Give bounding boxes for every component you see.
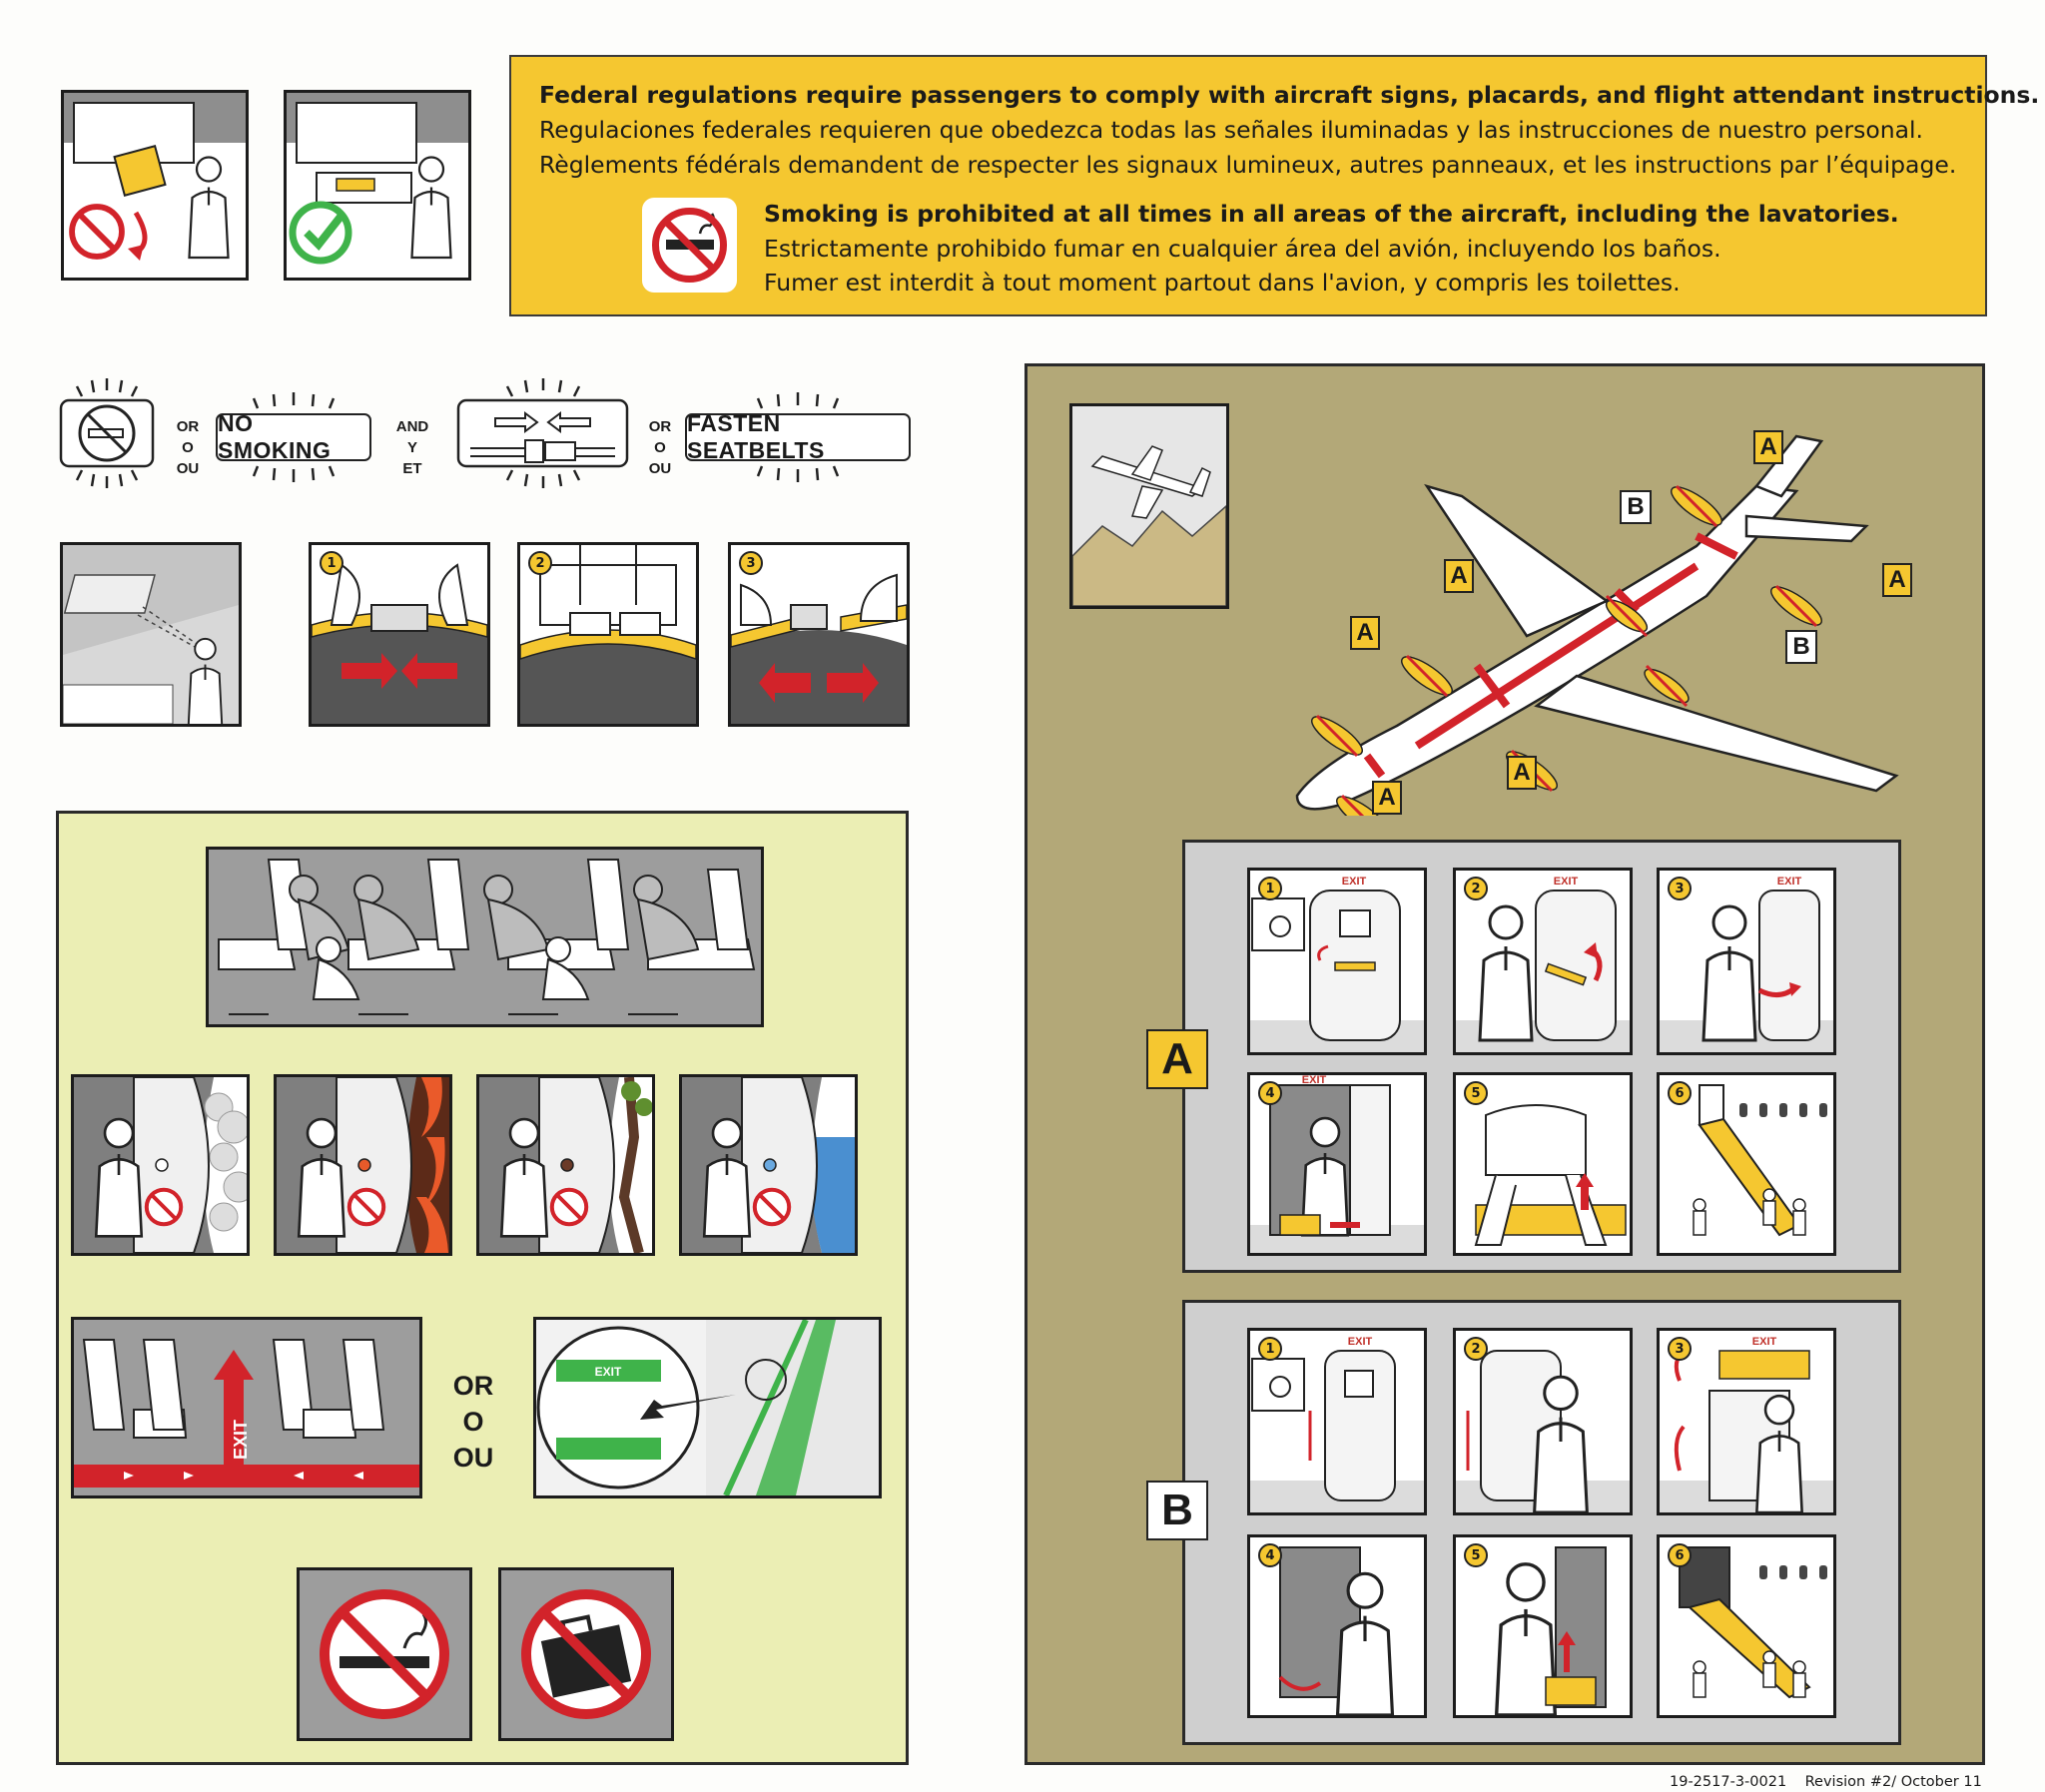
- exit-tag-b: B: [1620, 490, 1652, 524]
- smoking-en: Smoking is prohibited at all times in al…: [764, 200, 1899, 228]
- aircraft-exit-diagram: [1295, 434, 1899, 816]
- door-a-step-6: 6: [1657, 1072, 1836, 1256]
- baggage-wrong-panel: [61, 90, 249, 281]
- door-b-step-5: 5: [1453, 1534, 1633, 1718]
- exit-sign-text: EXIT: [1777, 876, 1802, 888]
- floor-exit-path-panel: EXIT: [71, 1317, 422, 1498]
- prohibited-icon: [72, 207, 122, 257]
- door-b-step-2: 2: [1453, 1328, 1633, 1515]
- overhead-sign-panel: [60, 542, 242, 727]
- door-group-b: B 1 EXIT 2 3: [1146, 1300, 1901, 1745]
- exit-sign-text: EXIT: [1342, 876, 1367, 888]
- step-number: 1: [320, 551, 343, 575]
- prohibited-icon: [549, 1187, 589, 1227]
- baggage-correct-panel: [284, 90, 471, 281]
- exit-tag-a: A: [1350, 616, 1380, 650]
- step-number: 2: [528, 551, 552, 575]
- no-luggage-prohibited-panel: [498, 1567, 674, 1741]
- document-revision: Revision #2/ October 11: [1804, 1774, 1982, 1790]
- regulations-fr: Règlements fédérals demandent de respect…: [539, 151, 1957, 179]
- regulations-es: Regulaciones federales requieren que obe…: [539, 116, 1924, 144]
- exit-tag-b: B: [1785, 630, 1817, 664]
- exit-sign-closeup-panel: EXIT: [533, 1317, 882, 1498]
- door-b-step-3: 3 EXIT: [1657, 1328, 1836, 1515]
- step-number: 1: [1258, 877, 1282, 900]
- door-a-step-5: 5: [1453, 1072, 1633, 1256]
- document-footer: 19-2517-3-0021 Revision #2/ October 11: [1670, 1775, 2009, 1790]
- prohibited-icon: [144, 1187, 184, 1227]
- step-number: 5: [1464, 1081, 1488, 1105]
- exit-tag-a: A: [1882, 563, 1912, 597]
- step-number: 3: [739, 551, 763, 575]
- seatbelt-step-1-panel: 1: [309, 542, 490, 727]
- floor-exit-label: EXIT: [231, 1420, 251, 1460]
- prohibited-icon: [346, 1187, 386, 1227]
- no-smoking-symbol-sign: [57, 376, 157, 490]
- door-group-a: A 1 EXIT 2 EXIT: [1146, 840, 1901, 1273]
- exit-sign-text: EXIT: [1752, 1336, 1777, 1348]
- exit-sign-label: EXIT: [595, 1365, 622, 1379]
- smoking-fr: Fumer est interdit à tout moment partout…: [764, 269, 1681, 297]
- step-number: 3: [1668, 877, 1692, 900]
- step-number: 6: [1668, 1081, 1692, 1105]
- regulations-notice: Federal regulations require passengers t…: [509, 55, 2039, 316]
- seatbelt-symbol-sign: [455, 376, 630, 490]
- no-smoking-text-sign: NO SMOKING: [214, 392, 373, 482]
- step-number: 4: [1258, 1543, 1282, 1567]
- exit-sign-text: EXIT: [1302, 1075, 1327, 1086]
- no-smoking-label: NO SMOKING: [218, 410, 332, 463]
- window-check-fire-panel: [274, 1074, 452, 1256]
- step-number: 6: [1668, 1543, 1692, 1567]
- exit-sign-text: EXIT: [1554, 876, 1579, 888]
- window-check-debris-panel: [476, 1074, 655, 1256]
- airplane-flight-panel: [1069, 403, 1229, 609]
- step-number: 3: [1668, 1337, 1692, 1361]
- step-number: 2: [1464, 1337, 1488, 1361]
- prohibited-icon: [752, 1187, 792, 1227]
- step-number: 1: [1258, 1337, 1282, 1361]
- step-number: 4: [1258, 1081, 1282, 1105]
- document-number: 19-2517-3-0021: [1670, 1774, 1787, 1790]
- seatbelt-step-2-panel: 2: [517, 542, 699, 727]
- step-number: 5: [1464, 1543, 1488, 1567]
- exit-tag-a: A: [1372, 781, 1402, 815]
- door-a-step-4: 4 EXIT: [1247, 1072, 1427, 1256]
- fasten-seatbelts-label: FASTEN SEATBELTS: [687, 410, 825, 463]
- door-b-step-4: 4: [1247, 1534, 1427, 1718]
- exit-tag-a: A: [1507, 756, 1537, 790]
- door-b-step-1: 1 EXIT: [1247, 1328, 1427, 1515]
- door-b-step-6: 6: [1657, 1534, 1836, 1718]
- door-a-step-3: 3 EXIT: [1657, 868, 1836, 1055]
- regulations-en: Federal regulations require passengers t…: [539, 81, 2040, 109]
- fasten-seatbelts-text-sign: FASTEN SEATBELTS: [683, 392, 913, 482]
- exit-tag-a: A: [1444, 559, 1474, 593]
- window-check-water-panel: [679, 1074, 858, 1256]
- window-check-smoke-panel: [71, 1074, 250, 1256]
- exit-sign-text: EXIT: [1348, 1336, 1373, 1348]
- door-group-a-label: A: [1146, 1029, 1208, 1089]
- door-a-step-2: 2 EXIT: [1453, 868, 1633, 1055]
- brace-position-panel: [206, 847, 764, 1027]
- seatbelt-step-3-panel: 3: [728, 542, 910, 727]
- no-smoking-prohibited-panel: [297, 1567, 472, 1741]
- exit-diagram-area: A B A A A B A A A 1 EXIT 2: [1024, 363, 1985, 1765]
- exit-tag-a: A: [1753, 430, 1783, 464]
- door-group-b-label: B: [1146, 1481, 1208, 1540]
- checkmark-icon: [289, 201, 352, 265]
- step-number: 2: [1464, 877, 1488, 900]
- no-smoking-icon: [642, 198, 737, 293]
- door-a-step-1: 1 EXIT: [1247, 868, 1427, 1055]
- smoking-es: Estrictamente prohibido fumar en cualqui…: [764, 235, 1721, 263]
